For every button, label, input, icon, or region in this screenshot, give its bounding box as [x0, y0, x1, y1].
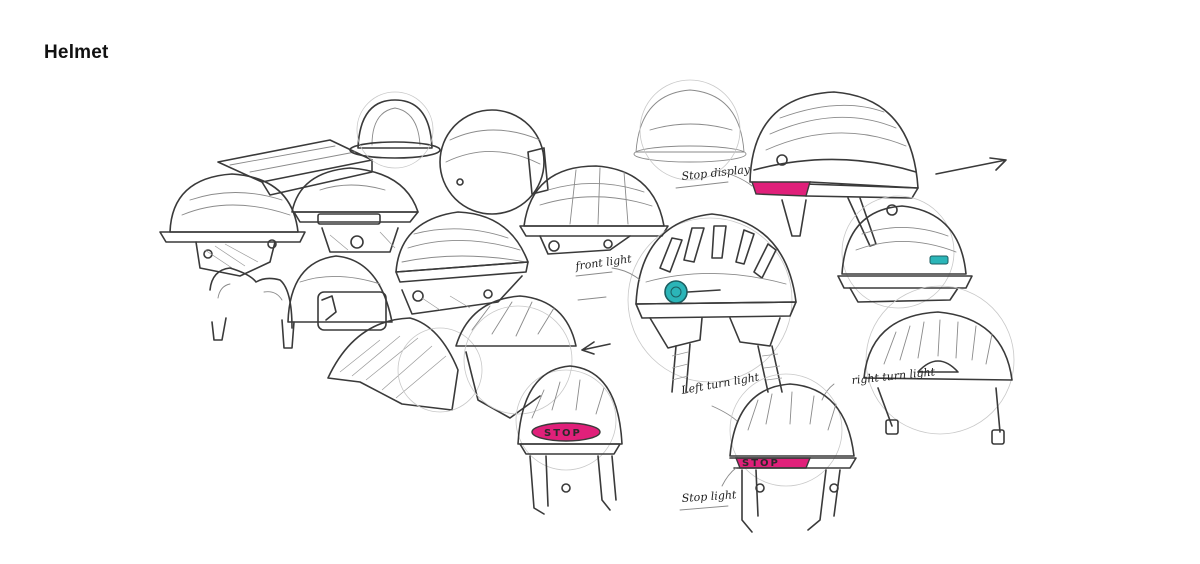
annotation-stop-display: Stop display	[675, 163, 753, 189]
annotation-right-turn-light-text: right turn light	[851, 365, 936, 387]
annotation-front-light: front light	[574, 252, 641, 301]
helmet-sketch-rear-stop: STOP	[729, 373, 857, 533]
turn-indicator-light	[929, 255, 949, 265]
helmet-sketch-vented-lower	[455, 295, 577, 419]
helmet-sketch-front-slot	[291, 167, 419, 253]
front-stop-label: STOP	[544, 428, 582, 439]
helmet-sketch-hardhat-ghost	[633, 79, 747, 181]
rear-stop-label: STOP	[742, 458, 780, 469]
page-title: Helmet	[44, 42, 109, 63]
helmet-sketch-turn-indicator	[837, 195, 973, 309]
front-stop-light	[531, 422, 601, 442]
helmet-sketch-main-front	[627, 213, 797, 393]
helmet-sketch-front-stop: STOP	[515, 365, 623, 515]
helmet-sketch-visor	[287, 255, 393, 331]
direction-arrow-left	[581, 341, 611, 355]
helmet-sketch-side-brim	[159, 173, 306, 277]
helmet-sketch-stop-display	[749, 91, 919, 247]
helmet-sketch-tall-shell	[327, 317, 483, 413]
annotation-left-turn-light-text: Left turn light	[679, 370, 760, 397]
helmet-sketch-hardhat-center	[519, 165, 669, 255]
annotation-right-turn-light: right turn light	[821, 365, 936, 401]
stop-display-light	[751, 181, 811, 197]
helmet-sketch-side-profile	[395, 211, 529, 315]
direction-arrow-right	[935, 157, 1007, 175]
annotation-stop-display-text: Stop display	[681, 163, 751, 183]
annotation-stop-light: Stop light	[679, 467, 737, 511]
annotation-front-light-text: front light	[574, 252, 633, 273]
annotation-left-turn-light: Left turn light	[679, 370, 761, 423]
helmet-sketch-strap-shell	[209, 267, 295, 349]
helmet-sketch-hardhat-small	[349, 91, 441, 169]
annotation-stop-light-text: Stop light	[681, 488, 737, 505]
helmet-sketch-rear-vented	[863, 285, 1015, 445]
front-light-lamp	[664, 280, 688, 304]
